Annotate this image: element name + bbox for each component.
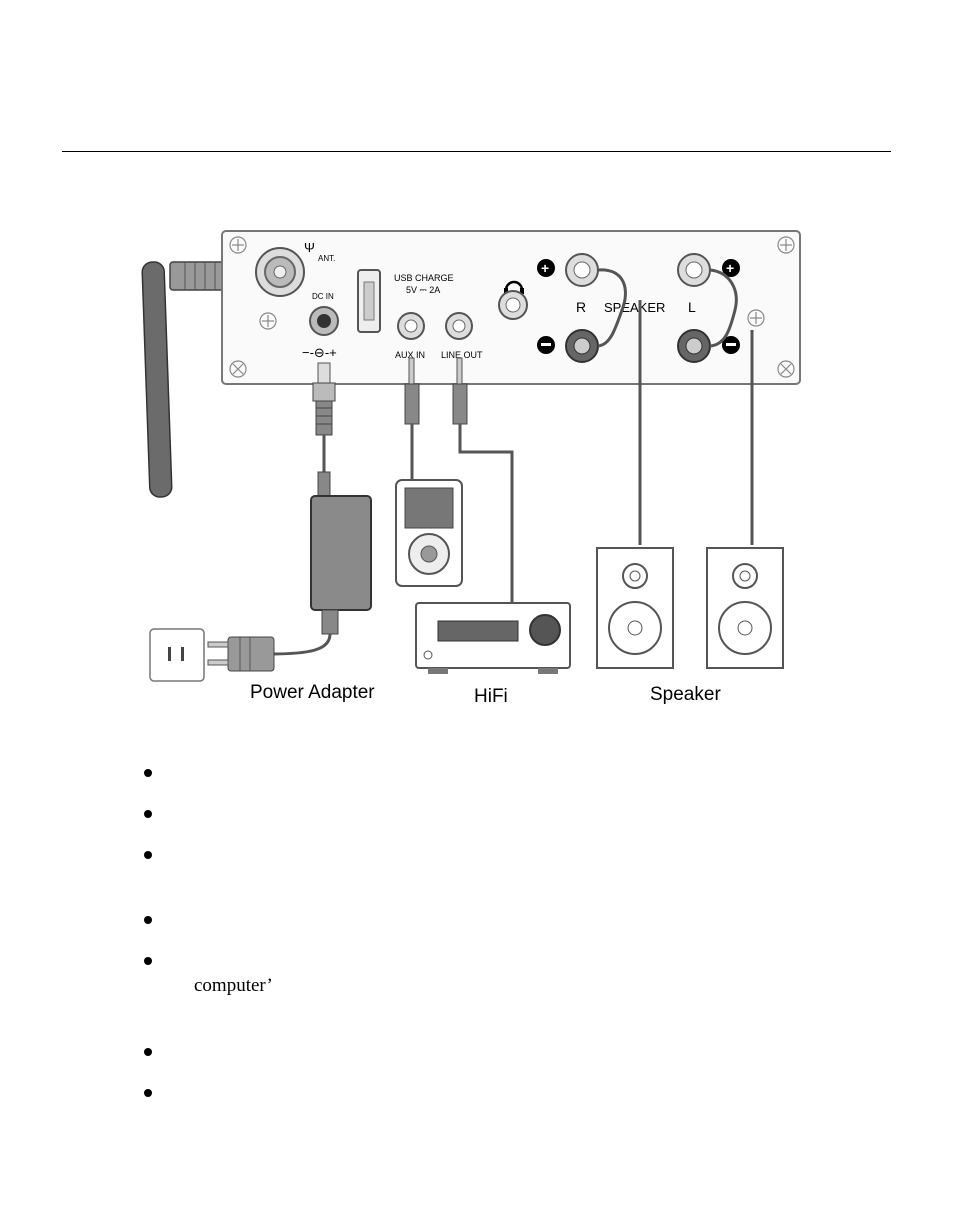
- line-out-cable: [452, 357, 514, 605]
- ant-label: ANT.: [318, 254, 335, 263]
- svg-text:+: +: [726, 260, 734, 276]
- aux-cable: [404, 357, 420, 482]
- line-out-label: LINE OUT: [441, 350, 483, 360]
- speaker-r-label: R: [576, 299, 586, 315]
- device-back-panel: Ψ ANT. DC IN −-⊖-+ USB CHARGE 5V ⎓ 2A AU…: [221, 230, 801, 385]
- usb-label-1: USB CHARGE: [394, 273, 454, 283]
- svg-text:+: +: [541, 260, 549, 276]
- hifi-amplifier: [415, 602, 571, 674]
- dc-in-label: DC IN: [312, 292, 334, 301]
- speaker-left: [706, 547, 784, 669]
- screw-icon: [229, 236, 795, 378]
- speaker-l-label: L: [688, 299, 696, 315]
- usb-label-2: 5V ⎓ 2A: [406, 285, 440, 295]
- speaker-panel-label: SPEAKER: [604, 300, 665, 315]
- speaker-wires: [597, 268, 754, 545]
- plus-icon: [722, 259, 740, 277]
- antenna-icon: Ψ: [304, 240, 315, 255]
- headphone-icon: [504, 280, 524, 291]
- speaker-right: [596, 547, 674, 669]
- dc-polarity-label: −-⊖-+: [302, 345, 337, 360]
- plus-icon: [537, 259, 555, 277]
- power-adapter: [207, 362, 372, 672]
- header-rule: [62, 151, 891, 152]
- power-adapter-caption: Power Adapter: [250, 682, 375, 703]
- speaker-caption: Speaker: [650, 684, 721, 705]
- mp3-player: [395, 479, 463, 587]
- wall-outlet: [149, 628, 205, 682]
- aux-in-label: AUX IN: [395, 350, 425, 360]
- hifi-caption: HiFi: [474, 686, 508, 707]
